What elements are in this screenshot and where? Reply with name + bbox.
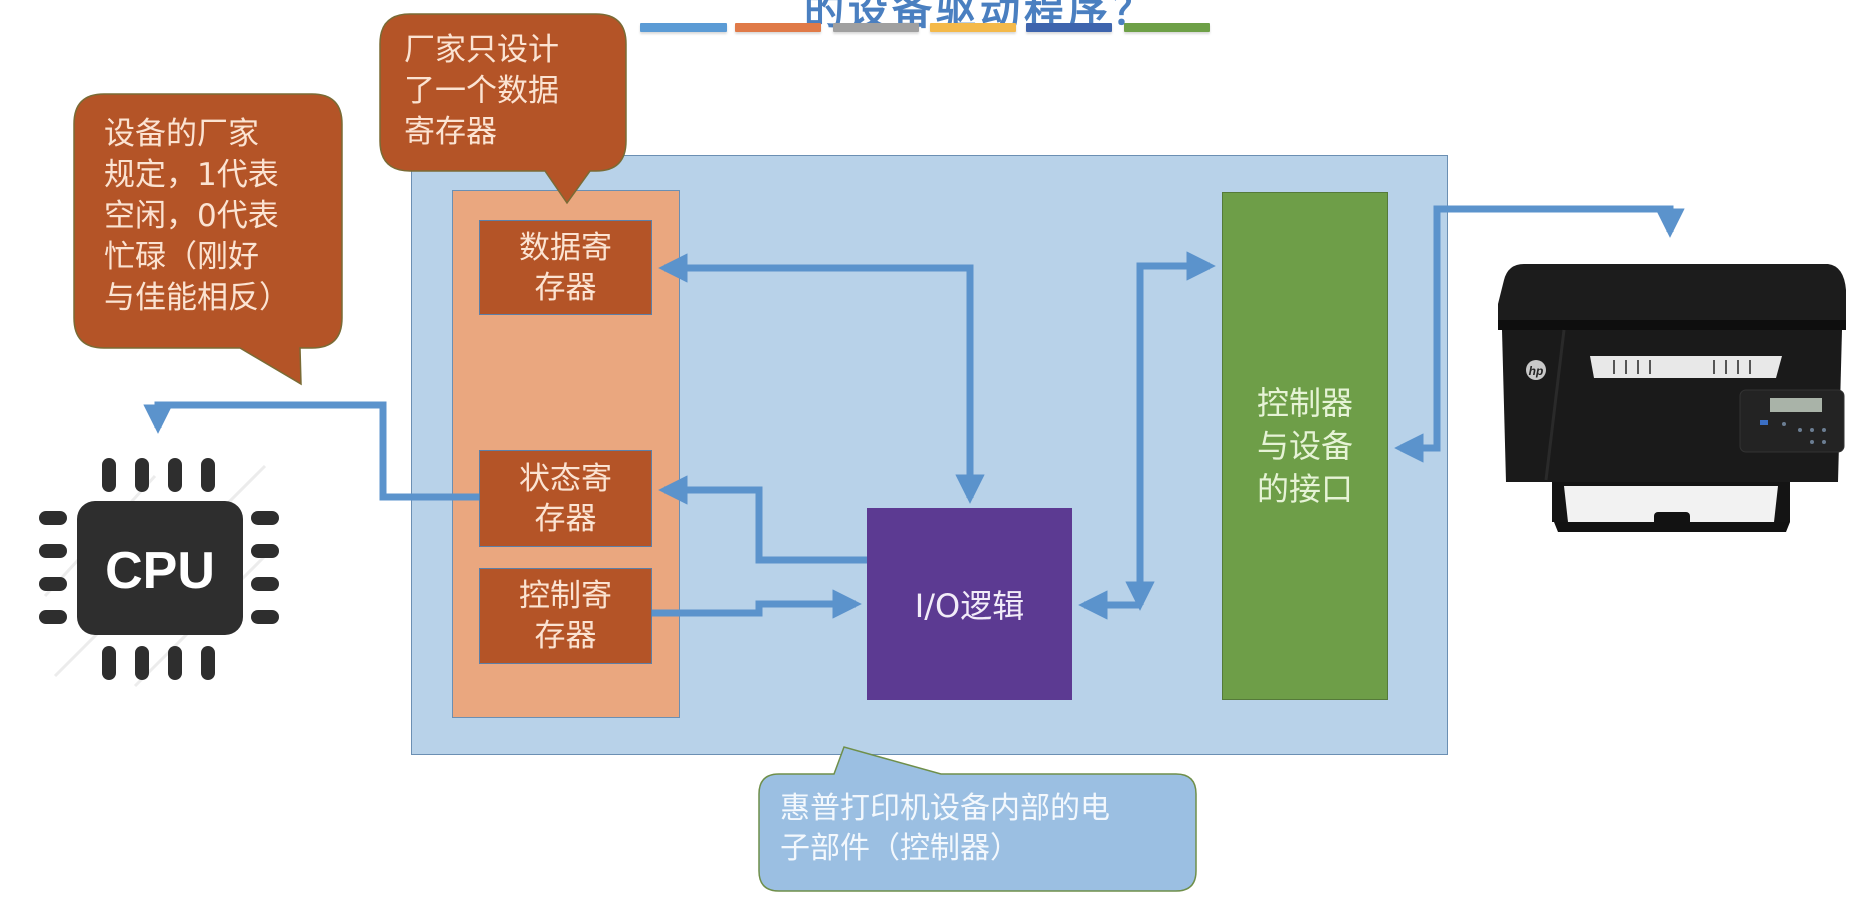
device-interface-label: 控制器 与设备 的接口	[1256, 383, 1353, 508]
callout-data-register-shape	[379, 13, 627, 205]
callout-status-note: 设备的厂家 规定，1代表 空闲，0代表 忙碌（刚好 与佳能相反）	[104, 116, 290, 316]
status-register-label: 状态寄 存器	[519, 460, 612, 537]
io-logic-block: I/O逻辑	[867, 508, 1072, 700]
callout-controller-shape	[758, 746, 1197, 892]
title-bar-3	[833, 23, 919, 32]
cpu-chip-graphic	[39, 458, 279, 688]
callout-data-register-note: 厂家只设计 了一个数据 寄存器	[404, 32, 559, 150]
title-bar-2	[735, 23, 821, 32]
arrow-status-to-cpu	[143, 401, 479, 501]
arrow-io-interface	[1125, 251, 1216, 611]
title-bar-6	[1124, 23, 1210, 32]
arrow-io-to-status-register	[658, 475, 867, 564]
data-register-label: 数据寄 存器	[519, 229, 612, 306]
title-bar-4	[930, 23, 1016, 32]
callout-controller-note: 惠普打印机设备内部的电 子部件（控制器）	[780, 791, 1110, 866]
status-register: 状态寄 存器	[479, 450, 652, 547]
printer-icon: hp	[1494, 260, 1848, 540]
printer-graphic: hp	[1498, 264, 1846, 532]
title-bar-5	[1026, 23, 1112, 32]
printer-brand-text: hp	[1529, 364, 1544, 378]
cpu-icon: CPU	[35, 446, 285, 692]
control-register: 控制寄 存器	[479, 568, 652, 664]
arrow-control-register-to-io	[652, 589, 862, 619]
control-register-label: 控制寄 存器	[519, 578, 612, 654]
title-bar-1	[640, 23, 727, 32]
device-interface-block: 控制器 与设备 的接口	[1222, 192, 1388, 700]
arrow-io-data-register	[658, 253, 974, 498]
data-register: 数据寄 存器	[479, 220, 652, 315]
cpu-label: CPU	[105, 542, 215, 600]
callout-status-shape	[73, 93, 343, 386]
io-logic-label: I/O逻辑	[914, 587, 1025, 625]
